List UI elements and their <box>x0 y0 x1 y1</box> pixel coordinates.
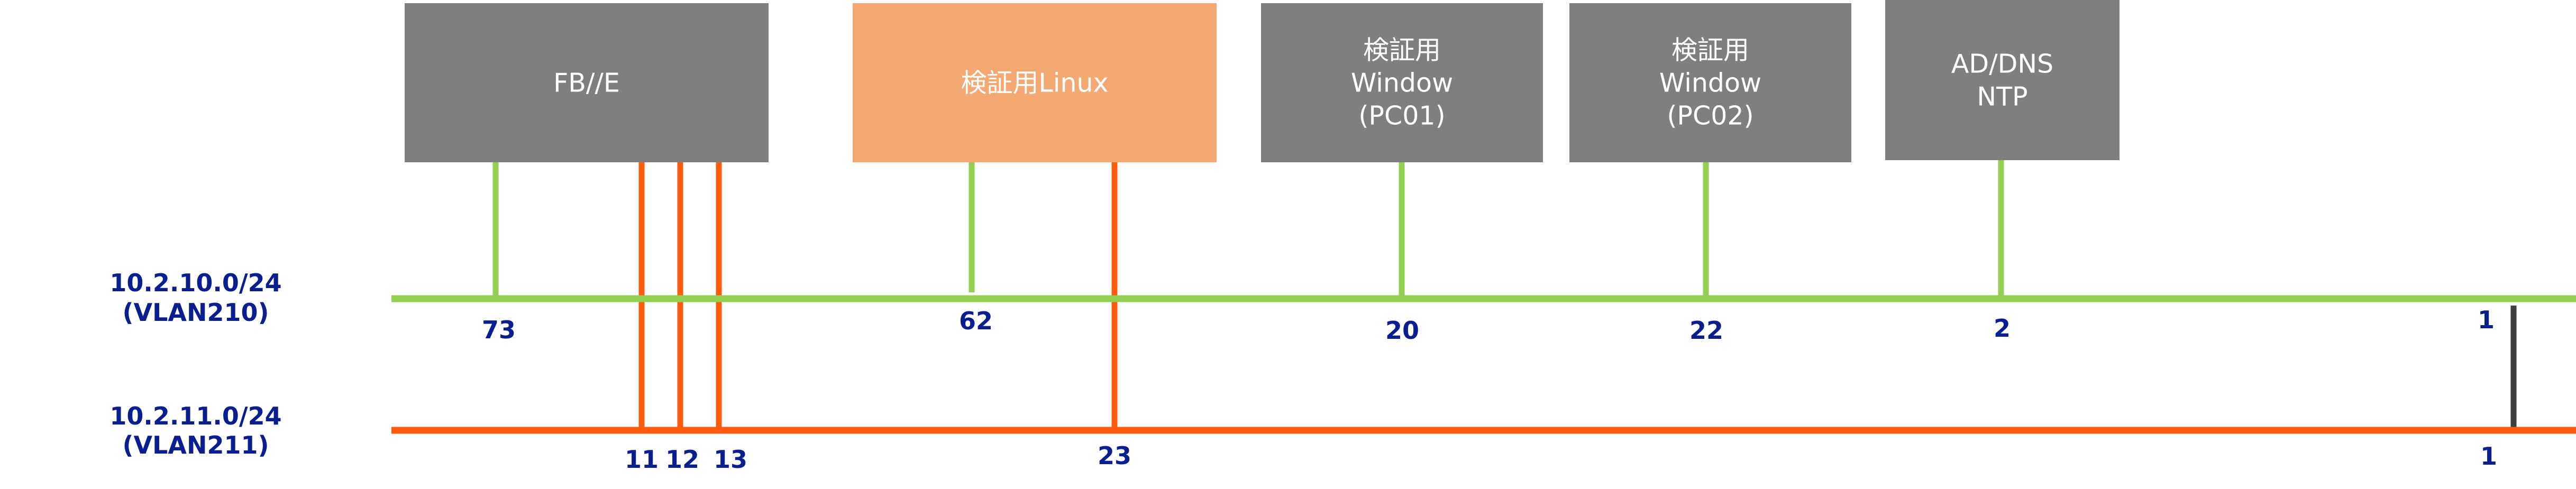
host-label: 検証用Linux <box>961 68 1108 98</box>
port-number-label: 11 <box>625 445 659 474</box>
network-vlan-label: (VLAN210) <box>122 298 269 327</box>
router-port-label: 1 <box>2480 442 2497 470</box>
host-box <box>1261 3 1543 162</box>
port-number-label: 73 <box>482 316 516 344</box>
router-port-label: 1 <box>2478 306 2495 334</box>
port-number-label: 23 <box>1098 441 1131 470</box>
host-label: Window <box>1351 68 1453 98</box>
port-number-label: 12 <box>665 445 699 474</box>
port-number-label: 62 <box>959 307 993 335</box>
host-label: FB//E <box>553 68 620 98</box>
network-cidr-label: 10.2.10.0/24 <box>109 269 281 297</box>
port-number-label: 2 <box>1994 314 2011 343</box>
host-label: NTP <box>1977 82 2027 112</box>
network-cidr-label: 10.2.11.0/24 <box>109 402 281 430</box>
port-number-label: 20 <box>1385 316 1419 345</box>
host-box <box>853 3 1217 162</box>
host-label: AD/DNS <box>1951 49 2053 79</box>
port-number-label: 13 <box>714 445 747 474</box>
port-number-label: 22 <box>1689 316 1723 345</box>
host-label: 検証用 <box>1363 35 1441 66</box>
host-box <box>1885 0 2120 160</box>
host-label: (PC01) <box>1358 101 1445 131</box>
host-label: Window <box>1659 68 1761 98</box>
host-linux: 検証用Linux 62 23 <box>853 3 1217 470</box>
host-label: 検証用 <box>1671 35 1749 66</box>
host-label: (PC02) <box>1667 101 1753 131</box>
host-box <box>405 3 769 162</box>
host-box <box>1569 3 1851 162</box>
network-vlan-label: (VLAN211) <box>122 431 269 459</box>
